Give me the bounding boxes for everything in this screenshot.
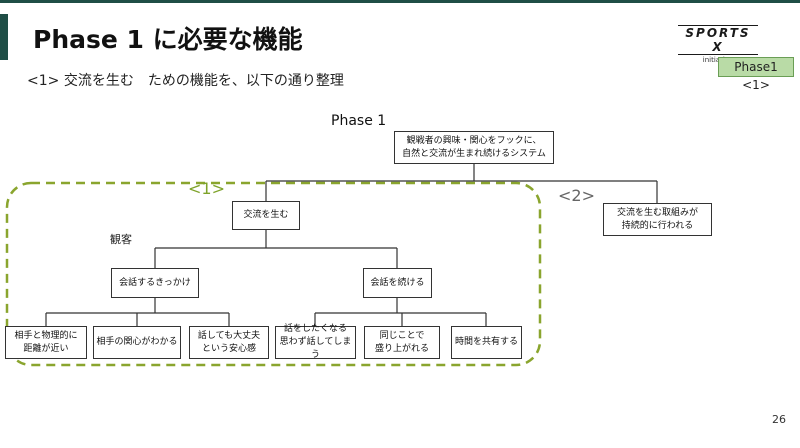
audience-label: 観客 bbox=[110, 233, 132, 246]
leaf-sense-of-safety: 話しても大丈夫 という安心感 bbox=[189, 326, 269, 359]
node-sustain-exchange: 交流を生む取組みが 持続的に行われる bbox=[603, 203, 712, 236]
group2-label: <2> bbox=[558, 186, 595, 205]
sportsx-logo: SPORTS X initiative bbox=[678, 25, 758, 65]
title-accent-bar bbox=[0, 14, 8, 60]
node-conversation-continue: 会話を続ける bbox=[363, 268, 432, 298]
leaf-physical-distance: 相手と物理的に 距離が近い bbox=[5, 326, 87, 359]
phase-badge: Phase1 <1> bbox=[718, 57, 794, 92]
leaf-know-interests: 相手の関心がわかる bbox=[93, 326, 181, 359]
diagram-phase-label: Phase 1 bbox=[331, 113, 387, 129]
slide-title: Phase 1 に必要な機能 bbox=[33, 25, 303, 54]
leaf-share-time: 時間を共有する bbox=[451, 326, 522, 359]
logo-wordmark: SPORTS X bbox=[678, 25, 758, 55]
node-conversation-trigger: 会話するきっかけ bbox=[111, 268, 199, 298]
node-create-exchange: 交流を生む bbox=[232, 201, 300, 230]
logo-subtext: initiative bbox=[678, 55, 758, 65]
top-rule bbox=[0, 0, 800, 3]
slide-subtitle: <1> 交流を生む ための機能を、以下の通り整理 bbox=[27, 73, 344, 89]
node-root: 観戦者の興味・関心をフックに、 自然と交流が生まれ続けるシステム bbox=[394, 131, 554, 164]
group1-label: <1> bbox=[188, 179, 225, 198]
group1-dashed-boundary bbox=[5, 181, 542, 367]
leaf-shared-excitement: 同じことで 盛り上がれる bbox=[364, 326, 440, 359]
page-number: 26 bbox=[772, 413, 786, 426]
leaf-want-to-talk: 話をしたくなる 思わず話してしまう bbox=[275, 324, 356, 360]
